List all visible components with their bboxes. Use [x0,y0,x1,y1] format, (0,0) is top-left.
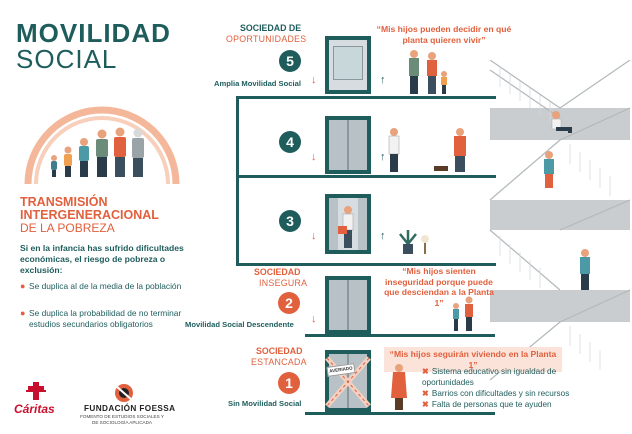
caritas-cross-icon [26,382,46,400]
arrow-down-icon: ↓ [311,230,317,242]
foessa-logo-subtitle: FOMENTO DE ESTUDIOS SOCIALES Y DE SOCIOL… [80,414,164,425]
x-mark-icon: ✖ [422,400,429,409]
caritas-logo-text: Cáritas [14,402,55,416]
page-subtitle: SOCIAL [16,44,118,74]
elevator-icon [325,116,371,174]
person-icon [338,206,354,248]
section-heading-2: INTERGENERACIONAL [20,208,159,222]
family-icon [409,50,447,94]
x-mark-icon: ✖ [422,367,429,376]
person-on-stairs-icon [544,151,554,188]
intro-text: Si en la infancia has sufrido dificultad… [20,243,184,275]
check-item: ✖Sistema educativo sin igualdad de oport… [422,367,557,387]
section-heading-1: TRANSMISIÓN [20,195,108,209]
arrow-up-icon: ↑ [380,151,386,163]
floor4-number: 4 [279,131,301,153]
elevator-icon [325,36,371,94]
arrow-down-icon: ↓ [311,74,317,86]
person-sitting-icon [551,111,572,133]
children-icon [453,296,473,331]
person-on-stairs-icon [580,249,590,290]
floor-line [236,175,496,178]
floor5-label-2: OPORTUNIDADES [226,34,307,44]
check-item: ✖Barrios con dificultades y sin recursos [422,389,570,398]
plant-icon [399,230,429,254]
floor1-quote: “Mis hijos seguirán viviendo en la Plant… [384,347,562,372]
floor1-number: 1 [278,372,300,394]
bullet-item: ●Se duplica la probabilidad de no termin… [20,308,182,329]
x-mark-icon: ✖ [422,389,429,398]
floor5-mobility: Amplia Movilidad Social [214,79,301,88]
floor1-mobility: Sin Movilidad Social [228,399,302,408]
arrow-up-icon: ↑ [380,230,386,242]
bullet-item: ●Se duplica al de la media de la poblaci… [20,281,182,291]
floor3-number: 3 [279,210,301,232]
floor2-label-1: SOCIEDAD [254,267,301,277]
arrow-down-icon: ↓ [311,313,317,325]
floor2-label-2: INSEGURA [259,278,308,288]
floor-line [236,263,496,266]
floor1-label-1: SOCIEDAD [256,346,303,356]
elevator-icon [325,276,371,334]
arrow-down-icon: ↓ [311,151,317,163]
section-heading-3: DE LA POBREZA [20,221,115,235]
people-icon [388,128,466,172]
floor5-quote: “Mis hijos pueden decidir en qué planta … [376,24,512,45]
arch-icon [24,106,180,184]
floor5-number: 5 [279,50,301,72]
floor1-label-2: ESTANCADA [251,357,307,367]
staircase-icon [489,60,631,381]
foessa-logo-icon [115,384,133,402]
arrow-up-icon: ↑ [380,74,386,86]
foessa-logo-text: FUNDACIÓN FOESSA [84,404,176,413]
floor5-label-1: SOCIEDAD DE [240,23,302,33]
family-generations-icon [51,127,144,177]
broken-tape-icon [325,356,371,408]
floor-line [236,96,496,99]
floor2-number: 2 [278,292,300,314]
floor-line [305,334,495,337]
floor2-quote: “Mis hijos sienten inseguridad porque pu… [384,266,494,308]
building-wall [236,96,239,266]
page-title: MOVILIDAD [16,18,171,48]
floor-line [305,412,495,415]
floor2-mobility: Movilidad Social Descendente [185,320,294,329]
check-item: ✖Falta de personas que te ayuden [422,400,552,409]
person-icon [391,364,407,410]
